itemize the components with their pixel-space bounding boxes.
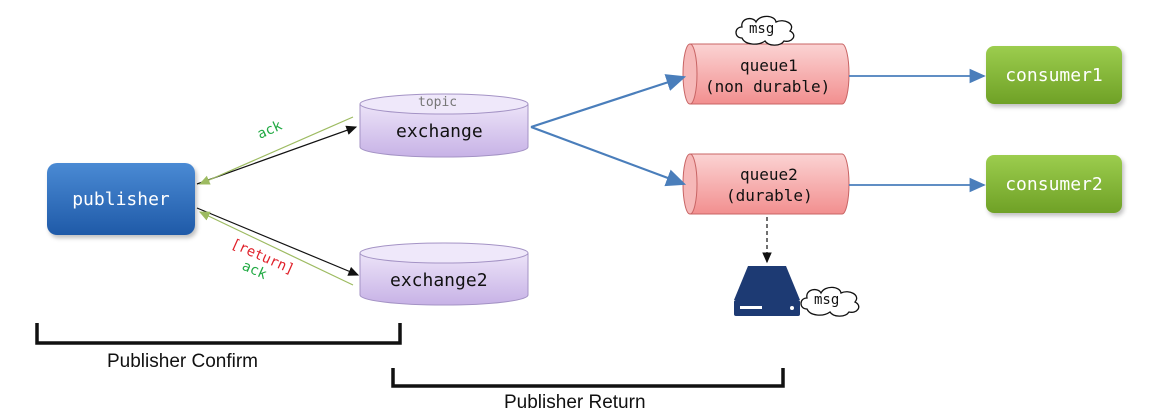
disk-message-label: msg: [814, 292, 840, 308]
exchange-to-queue2-arrow: [530, 125, 687, 187]
return-ack-arrow: [198, 211, 354, 286]
exchange2-cylinder: [359, 242, 529, 306]
publisher-to-exchange-arrow: [196, 125, 358, 185]
queue1-durability: (non durable): [705, 77, 831, 96]
cloud-icon: [735, 15, 795, 46]
consumer2-node: consumer2: [986, 155, 1122, 213]
ack-arrow-top: [198, 116, 354, 185]
queue1-cylinder: [682, 43, 850, 105]
queue2-name: queue2: [740, 165, 798, 184]
queue2-durability: (durable): [726, 186, 813, 205]
publisher-confirm-caption: Publisher Confirm: [107, 351, 258, 372]
exchange2-label: exchange2: [390, 270, 488, 291]
consumer1-node: consumer1: [986, 46, 1122, 104]
publisher-node: publisher: [47, 163, 195, 235]
cloud-icon: [800, 286, 860, 317]
queue1-message-label: msg: [749, 21, 775, 37]
disk-drive-icon: [734, 266, 800, 316]
exchange-cylinder: [359, 93, 529, 158]
publisher-confirm-bracket: [35, 323, 402, 345]
publisher-return-caption: Publisher Return: [504, 392, 646, 413]
queue2-cylinder: [682, 153, 850, 215]
exchange-label: exchange: [396, 121, 483, 142]
publisher-return-bracket: [391, 368, 785, 388]
exchange-type-label: topic: [418, 95, 458, 110]
publisher-to-exchange2-arrow: [196, 207, 360, 276]
exchange-to-queue1-arrow: [530, 74, 687, 129]
queue1-name: queue1: [740, 56, 798, 75]
